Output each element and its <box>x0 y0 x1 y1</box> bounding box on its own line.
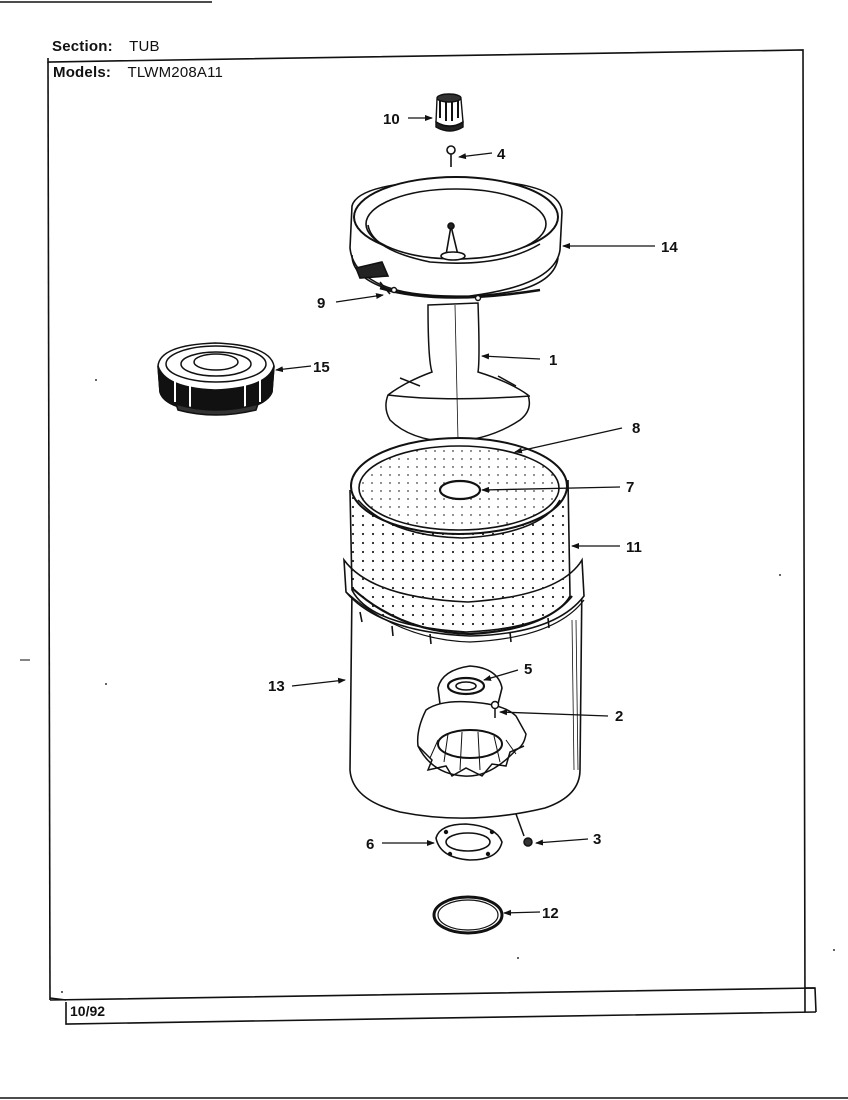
models-label: Models: <box>53 64 112 81</box>
callout-12: 12 <box>542 905 559 922</box>
leader-2 <box>499 709 609 717</box>
callout-10: 10 <box>383 111 400 128</box>
part-14-tub-ring <box>349 176 563 299</box>
part-3-screw <box>515 813 533 847</box>
part-7-seal <box>438 479 482 501</box>
page-frame <box>47 49 817 1025</box>
leader-15 <box>275 365 312 373</box>
leader-7 <box>481 486 621 493</box>
callout-9: 9 <box>317 295 325 312</box>
callout-4: 4 <box>497 146 506 163</box>
part-4-screw <box>446 145 456 167</box>
part-6-gasket <box>435 823 503 861</box>
leader-13 <box>291 677 346 687</box>
callout-labels: 10 4 14 9 1 15 8 7 11 13 5 2 6 3 12 <box>268 111 678 922</box>
leader-12 <box>503 909 541 916</box>
section-label: Section: <box>52 38 113 55</box>
callout-7: 7 <box>626 479 634 496</box>
section-line: Section: TUB <box>52 38 160 55</box>
leader-4 <box>458 152 493 160</box>
part-12-o-ring <box>432 895 504 935</box>
scan-specks <box>61 379 835 993</box>
leader-3 <box>535 838 589 846</box>
leader-9 <box>335 293 384 303</box>
callout-6: 6 <box>366 836 374 853</box>
models-line: Models: TLWM208A11 <box>53 64 223 81</box>
part-15-fabric-softener-dispenser <box>157 342 275 416</box>
leader-5 <box>483 669 519 681</box>
callout-14: 14 <box>661 239 678 256</box>
tub-drain-hub <box>416 700 527 778</box>
models-value: TLWM208A11 <box>127 64 224 81</box>
callout-15: 15 <box>313 359 330 376</box>
leader-lines <box>275 115 655 916</box>
part-9-clip <box>390 286 482 302</box>
section-value: TUB <box>129 38 160 55</box>
part-2-screw <box>490 700 500 718</box>
part-1-agitator <box>385 302 531 443</box>
revision-date: 10/92 <box>70 1003 106 1019</box>
callout-2: 2 <box>615 708 623 725</box>
leader-1 <box>481 353 541 360</box>
callout-8: 8 <box>632 420 640 437</box>
callout-3: 3 <box>593 831 601 848</box>
callout-1: 1 <box>549 352 557 369</box>
callout-13: 13 <box>268 678 285 695</box>
part-11-wash-basket <box>345 437 585 645</box>
part-10-cap <box>435 93 464 132</box>
callout-5: 5 <box>524 661 532 678</box>
leader-8 <box>514 427 623 454</box>
callout-11: 11 <box>626 539 642 556</box>
